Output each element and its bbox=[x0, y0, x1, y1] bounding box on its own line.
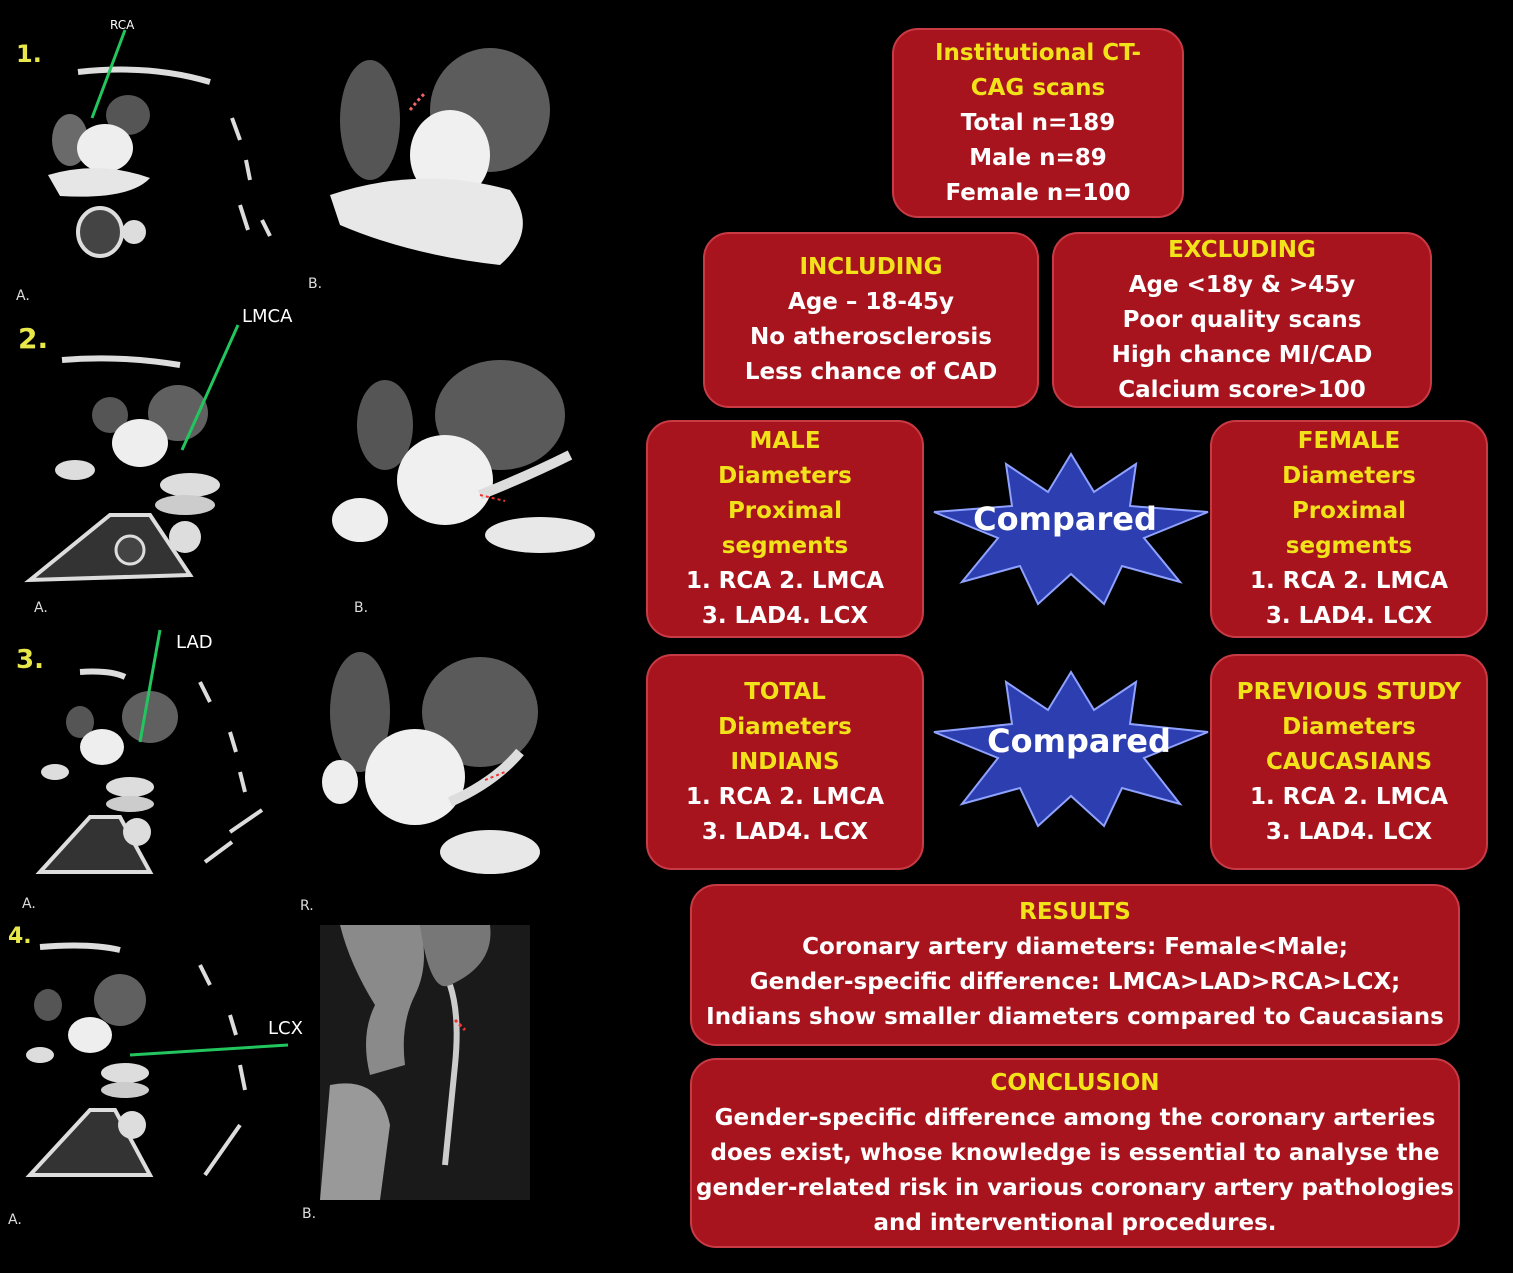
scan-1-sub-b: B. bbox=[308, 276, 323, 292]
scan-3-reformat-image bbox=[320, 652, 560, 902]
scan-1-number: 1. bbox=[16, 40, 42, 68]
scan-2-sub-a: A. bbox=[34, 600, 48, 616]
scan-1-sub-a: A. bbox=[16, 288, 30, 304]
scan-4-sub-a: A. bbox=[8, 1212, 22, 1228]
institutional-box: Institutional CT- CAG scans Total n=189 … bbox=[892, 28, 1184, 218]
total-indians-box: TOTAL Diameters INDIANS 1. RCA 2. LMCA 3… bbox=[646, 654, 924, 870]
scan-2-reformat-image bbox=[330, 355, 600, 595]
scan-1-axial-image bbox=[0, 0, 300, 305]
including-box: INCLUDING Age – 18-45y No atherosclerosi… bbox=[703, 232, 1039, 408]
compared-star-icon-2 bbox=[933, 670, 1209, 828]
male-box: MALE Diameters Proximal segments 1. RCA … bbox=[646, 420, 924, 638]
female-box: FEMALE Diameters Proximal segments 1. RC… bbox=[1210, 420, 1488, 638]
conclusion-box: CONCLUSION Gender-specific difference am… bbox=[690, 1058, 1460, 1248]
scan-1-reformat-image bbox=[300, 0, 600, 305]
scan-4-reformat-image bbox=[320, 925, 530, 1200]
scan-4-vessel-label: LCX bbox=[268, 1018, 303, 1039]
excluding-box: EXCLUDING Age <18y & >45y Poor quality s… bbox=[1052, 232, 1432, 408]
scan-2-number: 2. bbox=[18, 322, 49, 355]
scan-2-sub-b: B. bbox=[354, 600, 369, 616]
compared-star-icon-1 bbox=[933, 452, 1209, 606]
scan-4-sub-b: B. bbox=[302, 1206, 317, 1222]
scan-4-axial-image bbox=[0, 925, 300, 1225]
scan-4-number: 4. bbox=[8, 924, 32, 949]
scan-2-axial-image bbox=[0, 305, 300, 620]
scan-3-vessel-label: LAD bbox=[176, 632, 213, 653]
scan-2-vessel-label: LMCA bbox=[242, 306, 293, 327]
scan-1-vessel-label: RCA bbox=[110, 18, 135, 32]
scan-3-sub-a: A. bbox=[22, 896, 36, 912]
compared-label-2: Compared bbox=[987, 722, 1171, 760]
scan-3-axial-image bbox=[0, 622, 300, 912]
results-box: RESULTS Coronary artery diameters: Femal… bbox=[690, 884, 1460, 1046]
previous-study-box: PREVIOUS STUDY Diameters CAUCASIANS 1. R… bbox=[1210, 654, 1488, 870]
scan-3-number: 3. bbox=[16, 645, 44, 675]
scan-3-sub-b: R. bbox=[300, 898, 314, 914]
compared-label-1: Compared bbox=[973, 500, 1157, 538]
